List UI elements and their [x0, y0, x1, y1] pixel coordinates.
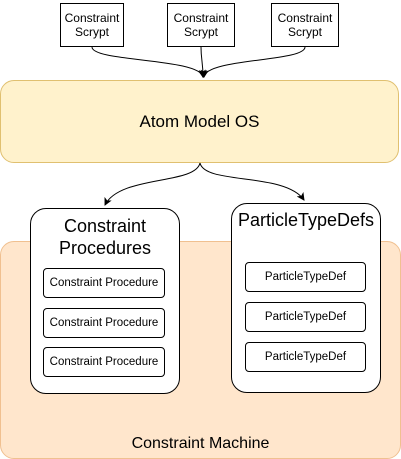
scrypt-label-line2: Scrypt	[287, 25, 322, 39]
scrypt-label-line1: Constraint	[173, 11, 229, 25]
particle-type-def-item-2: ParticleTypeDef	[245, 302, 366, 332]
constraint-machine-label: Constraint Machine	[131, 435, 270, 452]
constraint-procedure-item-2: Constraint Procedure	[43, 308, 165, 338]
scrypt-label-line1: Constraint	[64, 11, 120, 25]
arrow-os-to-procedures	[104, 162, 201, 206]
atom-model-os-label: Atom Model OS	[139, 111, 260, 131]
constraint-procedure-item-1: Constraint Procedure	[43, 268, 165, 298]
constraint-procedure-item-3: Constraint Procedure	[43, 347, 165, 377]
particle-type-def-item-3: ParticleTypeDef	[245, 342, 366, 372]
particle-type-def-item-1: ParticleTypeDef	[245, 262, 366, 292]
particle-type-defs-title: ParticleTypeDefs	[237, 210, 375, 230]
constraint-procedures-title: Constraint Procedures	[31, 215, 179, 259]
arrow-os-to-particletypedefs	[199, 162, 305, 201]
constraint-scrypt-box-3: Constraint Scrypt	[271, 3, 339, 47]
arrow-scrypt2-to-os	[198, 46, 207, 78]
atom-model-os-box: Atom Model OS	[0, 80, 399, 163]
procedures-title-line2: Procedures	[58, 238, 152, 258]
scrypt-label-line1: Constraint	[277, 11, 333, 25]
procedures-title-line1: Constraint	[63, 216, 147, 236]
arrow-scrypt1-to-os	[91, 46, 206, 78]
scrypt-label-line2: Scrypt	[183, 25, 218, 39]
arrow-scrypt3-to-os	[200, 46, 306, 78]
scrypt-label-line2: Scrypt	[74, 25, 109, 39]
constraint-scrypt-box-1: Constraint Scrypt	[60, 3, 124, 47]
constraint-scrypt-box-2: Constraint Scrypt	[167, 3, 235, 47]
